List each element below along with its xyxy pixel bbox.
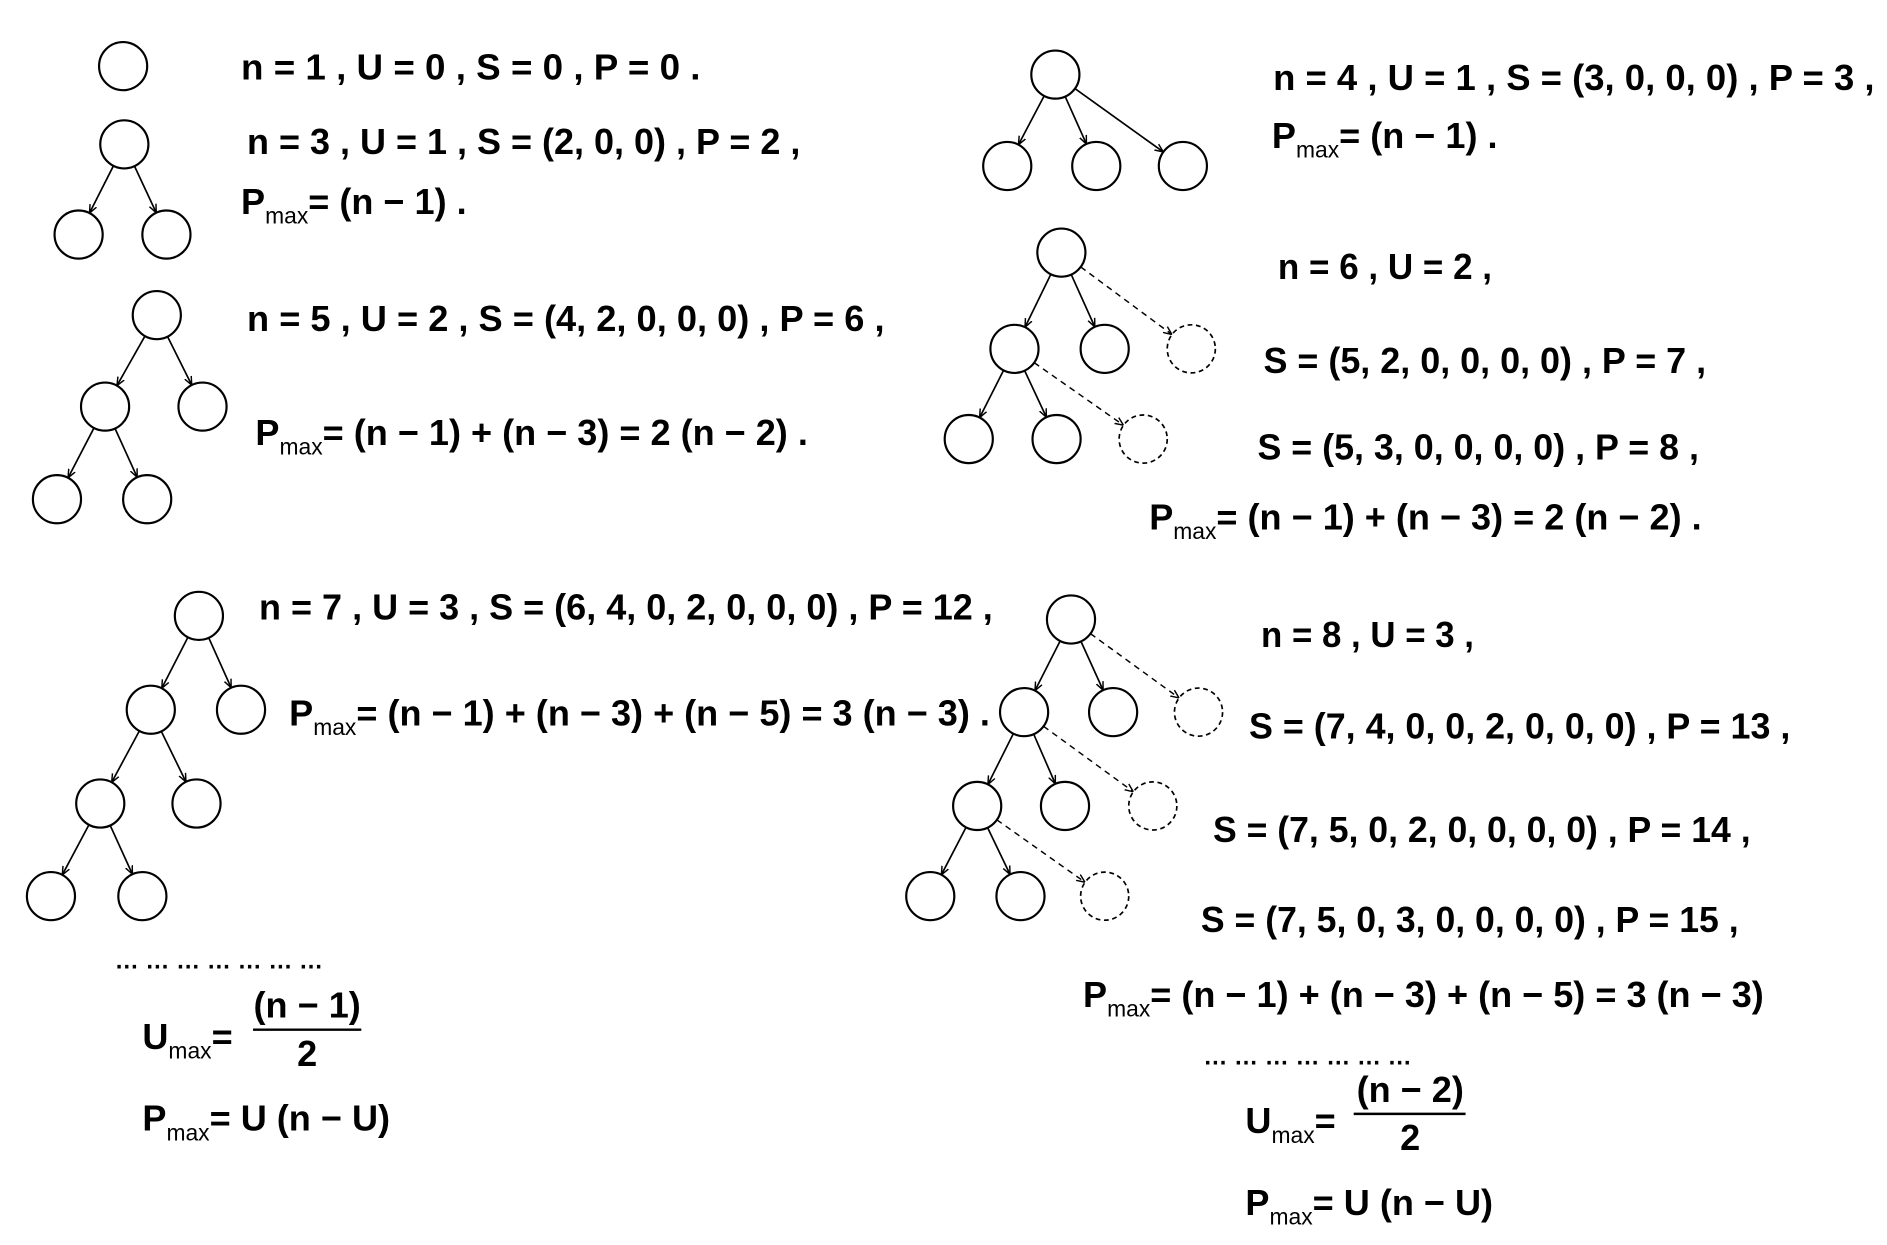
tree-n7-node (173, 590, 225, 642)
edge-arrow (166, 336, 192, 385)
eq-n6-pmax: Pmax= (n − 1) + (n − 3) = 2 (n − 2) . (1149, 496, 1701, 544)
edge-arrow (162, 636, 189, 688)
umax-left-label: Umax= (142, 1016, 232, 1064)
eq-n6-s1: S = (5, 2, 0, 0, 0, 0) , P = 7 , (1263, 340, 1706, 381)
tree-n8-node (905, 871, 956, 922)
tree-n5-node (122, 474, 173, 525)
tree-n6-node (943, 413, 994, 465)
umax-right-denominator: 2 (1400, 1117, 1420, 1158)
eq-n6: n = 6 , U = 2 , (1278, 246, 1492, 287)
edge-arrow (109, 825, 134, 874)
tree-n7-node (25, 871, 77, 922)
eq-n5-pmax: Pmax= (n − 1) + (n − 3) = 2 (n − 2) . (255, 412, 807, 460)
eq-n8: n = 8 , U = 3 , (1261, 614, 1474, 655)
edge-arrow (1023, 370, 1047, 418)
tree-n5-node (131, 290, 182, 341)
tree-n8-dashed-node (1079, 871, 1130, 922)
eq-n8-s2: S = (7, 5, 0, 2, 0, 0, 0, 0) , P = 14 , (1213, 809, 1751, 850)
edge-arrow (1074, 87, 1163, 152)
tree-n8-node (1087, 686, 1139, 738)
eq-n4: n = 4 , U = 1 , S = (3, 0, 0, 0) , P = 3… (1273, 57, 1874, 98)
edge-arrow (1080, 641, 1104, 690)
tree-n3-node (53, 209, 104, 260)
edge-arrow (1070, 274, 1096, 327)
edge-arrow (941, 826, 967, 875)
edge-arrow (207, 637, 232, 688)
tree-n7-node (117, 871, 168, 922)
edge-arrow (160, 730, 186, 782)
dashed-edge-arrow (996, 819, 1085, 882)
umax-left-numerator: (n − 1) (254, 985, 361, 1026)
tree-n7-node (75, 778, 126, 829)
eq-n8-s3: S = (7, 5, 0, 3, 0, 0, 0, 0) , P = 15 , (1201, 899, 1739, 940)
eq-n8-pmax: Pmax= (n − 1) + (n − 3) + (n − 5) = 3 (n… (1083, 974, 1764, 1022)
eq-n3: n = 3 , U = 1 , S = (2, 0, 0) , P = 2 , (247, 121, 800, 162)
tree-n8-node (1039, 780, 1091, 832)
tree-n3-node (99, 119, 150, 170)
edge-arrow (986, 827, 1010, 875)
tree-n6-node (989, 323, 1040, 374)
ellipsis-left: … … … … … … … (115, 947, 323, 974)
tree-n3-node (141, 209, 192, 260)
tree-n8-node (998, 686, 1050, 738)
tree-n8-dashed-node (1173, 687, 1224, 738)
tree-n4-node (1157, 140, 1209, 192)
tree-n8-node (1045, 594, 1097, 645)
edge-arrow (1032, 733, 1057, 784)
tree-n5-node (31, 474, 83, 525)
edge-arrow (114, 428, 138, 477)
tree-n4-node (1071, 140, 1122, 192)
pmax-left-final: Pmax= U (n − U) (142, 1098, 390, 1146)
tree-n5-node (79, 381, 131, 432)
edge-arrow (988, 733, 1015, 785)
eq-n7: n = 7 , U = 3 , S = (6, 4, 0, 2, 0, 0, 0… (259, 586, 993, 627)
dashed-edge-arrow (1090, 633, 1179, 698)
dashed-edge-arrow (1033, 362, 1123, 426)
edge-arrow (89, 165, 115, 213)
tree-n5-node (177, 381, 228, 432)
edge-arrow (117, 335, 146, 386)
tree-n8-node (952, 780, 1003, 832)
eq-n7-pmax: Pmax= (n − 1) + (n − 3) + (n − 5) = 3 (n… (289, 692, 990, 740)
edge-arrow (1025, 273, 1052, 327)
eq-n4-pmax: Pmax= (n − 1) . (1272, 115, 1498, 163)
eq-n5: n = 5 , U = 2 , S = (4, 2, 0, 0, 0) , P … (247, 298, 885, 339)
edge-arrow (68, 427, 95, 478)
ellipsis-right: … … … … … … … (1203, 1044, 1411, 1071)
eq-n1: n = 1 , U = 0 , S = 0 , P = 0 . (241, 46, 701, 87)
umax-right-label: Umax= (1245, 1100, 1335, 1148)
dashed-edge-arrow (1043, 725, 1134, 791)
dashed-edge-arrow (1080, 266, 1172, 335)
eq-n3-pmax: Pmax= (n − 1) . (241, 181, 467, 229)
umax-right-numerator: (n − 2) (1357, 1069, 1464, 1110)
edge-arrow (62, 824, 90, 875)
umax-left-denominator: 2 (297, 1033, 317, 1074)
tree-n6-dashed-node (1166, 323, 1217, 374)
eq-n6-s2: S = (5, 3, 0, 0, 0, 0) , P = 8 , (1257, 427, 1698, 468)
edge-arrow (1035, 640, 1061, 691)
tree-n7-node (171, 778, 222, 829)
edge-arrow (1018, 95, 1045, 145)
edge-arrow (112, 730, 141, 782)
edge-arrow (133, 165, 156, 213)
tree-n6-node (1031, 413, 1082, 465)
pmax-right-final: Pmax= U (n − U) (1245, 1182, 1493, 1230)
tree-n4-node (982, 140, 1033, 192)
tree-n6-node (1036, 227, 1087, 278)
eq-n8-s1: S = (7, 4, 0, 0, 2, 0, 0, 0) , P = 13 , (1249, 706, 1790, 747)
tree-n6-node (1079, 323, 1130, 374)
tree-n6-dashed-node (1118, 414, 1169, 464)
tree-n8-dashed-node (1127, 781, 1178, 831)
tree-n4-node (1030, 49, 1081, 100)
tree-n8-node (995, 871, 1046, 922)
edge-arrow (1064, 96, 1088, 144)
tree-n1-node (97, 41, 149, 92)
tree-n7-node (125, 684, 176, 735)
edge-arrow (980, 369, 1005, 417)
tree-n7-node (215, 684, 267, 735)
